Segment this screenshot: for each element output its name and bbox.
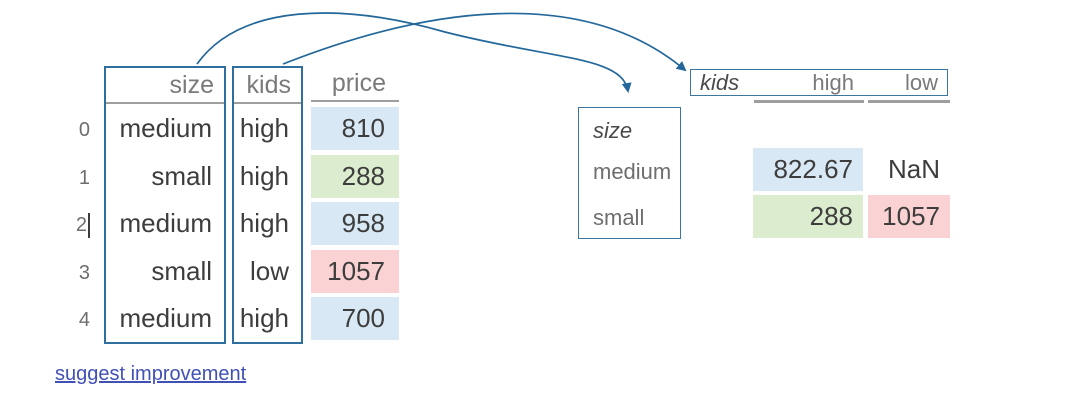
kids-value: high: [239, 208, 289, 239]
pivot-cell-medium-low: NaN: [887, 154, 940, 184]
size-value: small: [151, 160, 212, 191]
price-column-values: 810 288 958 1057 700: [311, 102, 399, 340]
size-value: small: [151, 255, 212, 286]
price-column-header: price: [311, 66, 399, 102]
arrow-kids-to-pivot-columns: [282, 12, 687, 72]
row-index-1: 1: [78, 166, 90, 189]
pivot-cell-medium-high: 822.67: [753, 148, 863, 191]
kids-value: high: [239, 113, 289, 144]
pivot-index-axis-name: size: [593, 118, 633, 143]
source-kids-column-box: kids high high high low high: [232, 66, 303, 344]
pivot-high-underline: [754, 100, 864, 103]
kids-value: high: [239, 160, 289, 191]
pivot-columns-header-box: kids high low: [690, 69, 948, 96]
source-row-index-column: 0 1 2 3 4: [50, 107, 90, 345]
size-column-values: medium small medium small medium: [106, 104, 224, 343]
pivot-cell-small-high: 288: [753, 195, 863, 238]
suggest-improvement-link[interactable]: suggest improvement: [55, 363, 247, 385]
kids-column-values: high high high low high: [234, 104, 301, 343]
pivot-index-small: small: [593, 205, 645, 230]
price-cell: 1057: [311, 249, 399, 293]
pivot-columns-axis-name: kids: [700, 69, 740, 95]
row-index-3: 3: [78, 261, 90, 284]
pivot-column-high: high: [812, 69, 854, 95]
kids-column-header: kids: [234, 68, 301, 104]
size-value: medium: [119, 303, 212, 334]
size-column-header: size: [106, 68, 224, 104]
kids-value: high: [239, 303, 289, 334]
price-cell: 958: [311, 202, 399, 245]
text-cursor: [88, 213, 90, 239]
pivot-index-medium: medium: [593, 159, 672, 184]
pivot-cell-small-low: 1057: [868, 195, 950, 238]
source-price-column: price 810 288 958 1057 700: [311, 66, 399, 345]
price-cell: 288: [311, 154, 399, 198]
row-index-0: 0: [78, 119, 90, 142]
pivot-column-low: low: [904, 69, 938, 95]
price-cell: 700: [311, 297, 399, 340]
row-index-4: 4: [78, 309, 90, 332]
size-value: medium: [119, 113, 212, 144]
size-value: medium: [119, 208, 212, 239]
source-size-column-box: size medium small medium small medium: [104, 66, 226, 344]
price-cell: 810: [311, 107, 399, 150]
pivot-index-box: size medium small: [578, 107, 681, 239]
row-index-2: 2: [50, 202, 90, 250]
kids-value: low: [249, 255, 289, 286]
pivot-low-underline: [868, 100, 950, 103]
